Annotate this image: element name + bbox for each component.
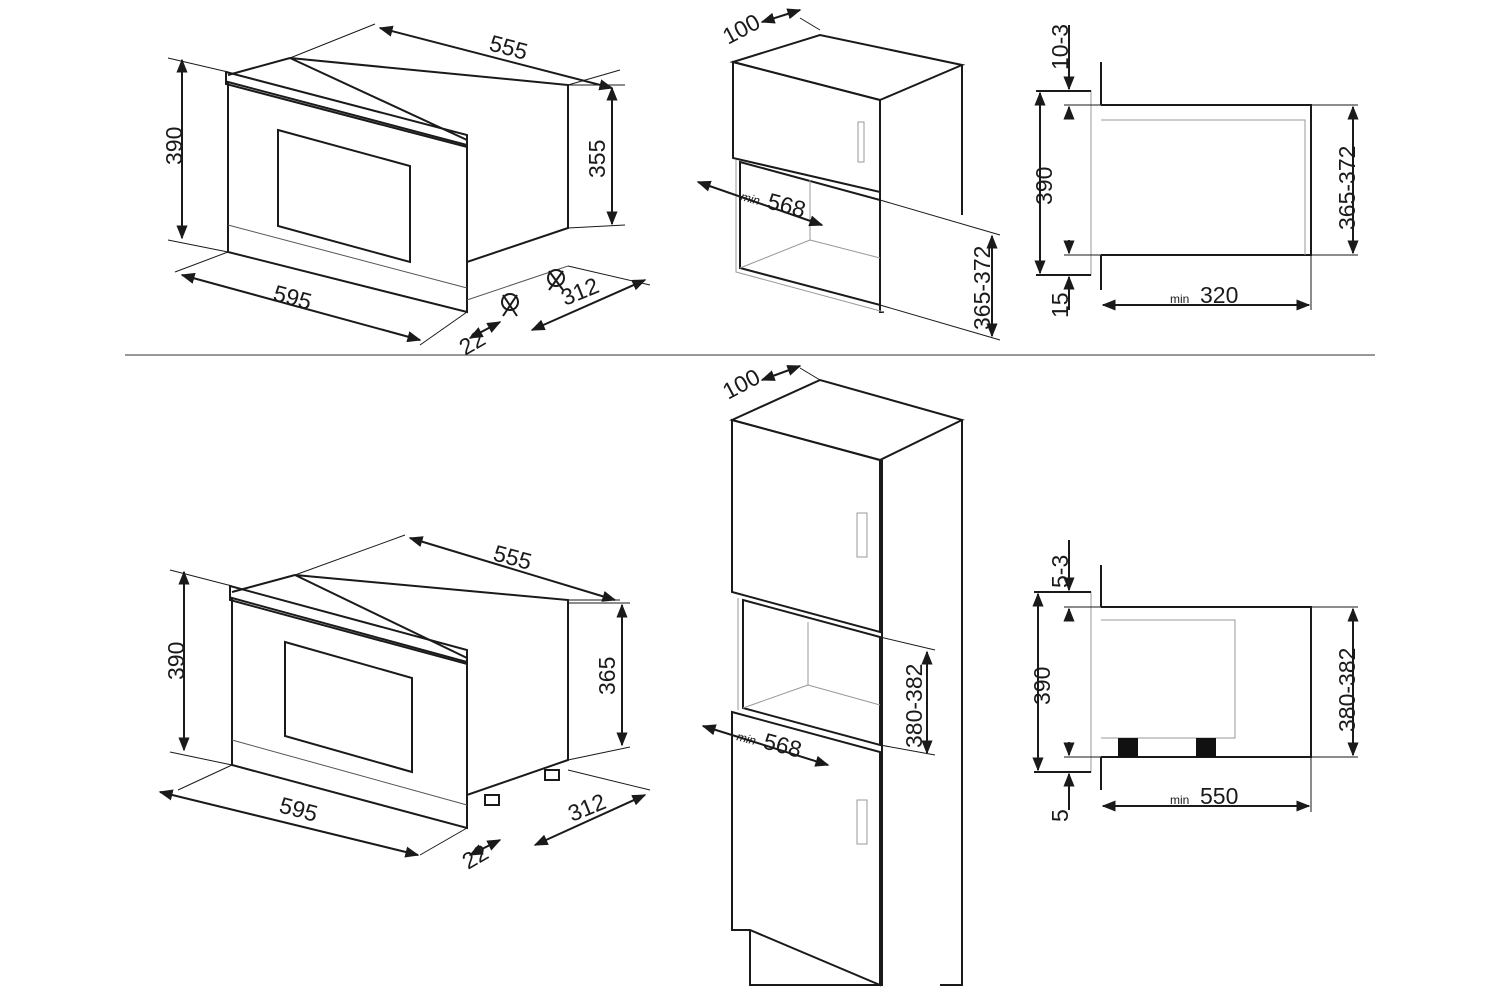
top-oven-height-label: 390 xyxy=(161,127,187,165)
bottom-section-drawing xyxy=(1032,540,1359,812)
top-section-min-label: min xyxy=(1170,292,1189,306)
top-cabinet-min-label: min xyxy=(739,189,762,208)
bottom-section-top-gap-label: 5-3 xyxy=(1047,555,1073,588)
top-cabinet-gap-label: 100 xyxy=(718,8,764,49)
adjustable-foot-icon xyxy=(501,293,519,317)
top-section-height-label: 390 xyxy=(1031,167,1057,205)
top-cabinet-width-label: 568 xyxy=(765,188,809,223)
top-section-drawing xyxy=(1034,25,1359,311)
bottom-section-niche-height-label: 380-382 xyxy=(1334,648,1360,732)
top-section-depth-label: 320 xyxy=(1200,282,1238,308)
bottom-oven-height-label: 390 xyxy=(163,642,189,680)
bottom-oven-drawing xyxy=(158,534,651,858)
top-section-top-gap-label: 10-3 xyxy=(1047,24,1073,70)
top-cabinet-drawing xyxy=(696,8,1001,341)
bottom-section-bottom-gap-label: 5 xyxy=(1047,809,1073,822)
top-oven-drawing xyxy=(167,23,651,346)
bottom-oven-depth-label: 555 xyxy=(491,540,535,575)
bottom-cabinet-gap-label: 100 xyxy=(718,363,764,404)
bottom-section-depth-label: 550 xyxy=(1200,783,1238,809)
top-oven-body-height-label: 355 xyxy=(584,140,610,178)
bottom-section-min-label: min xyxy=(1170,793,1189,807)
bottom-cabinet-width-label: 568 xyxy=(761,728,805,763)
top-section-bottom-gap-label: 15 xyxy=(1047,292,1073,318)
bottom-tower-cabinet-drawing xyxy=(701,365,965,987)
top-oven-depth-label: 555 xyxy=(487,30,531,65)
bottom-cabinet-min-label: min xyxy=(735,729,758,748)
bottom-oven-front-offset-label: 22 xyxy=(458,839,493,874)
bottom-section-height-label: 390 xyxy=(1029,667,1055,705)
bottom-oven-body-height-label: 365 xyxy=(594,657,620,695)
bottom-cabinet-niche-height-label: 380-382 xyxy=(901,664,927,748)
top-section-niche-height-label: 365-372 xyxy=(1334,146,1360,230)
top-cabinet-niche-height-label: 365-372 xyxy=(969,246,995,330)
bottom-oven-side-depth-label: 312 xyxy=(564,788,609,826)
top-oven-width-label: 595 xyxy=(271,280,315,315)
